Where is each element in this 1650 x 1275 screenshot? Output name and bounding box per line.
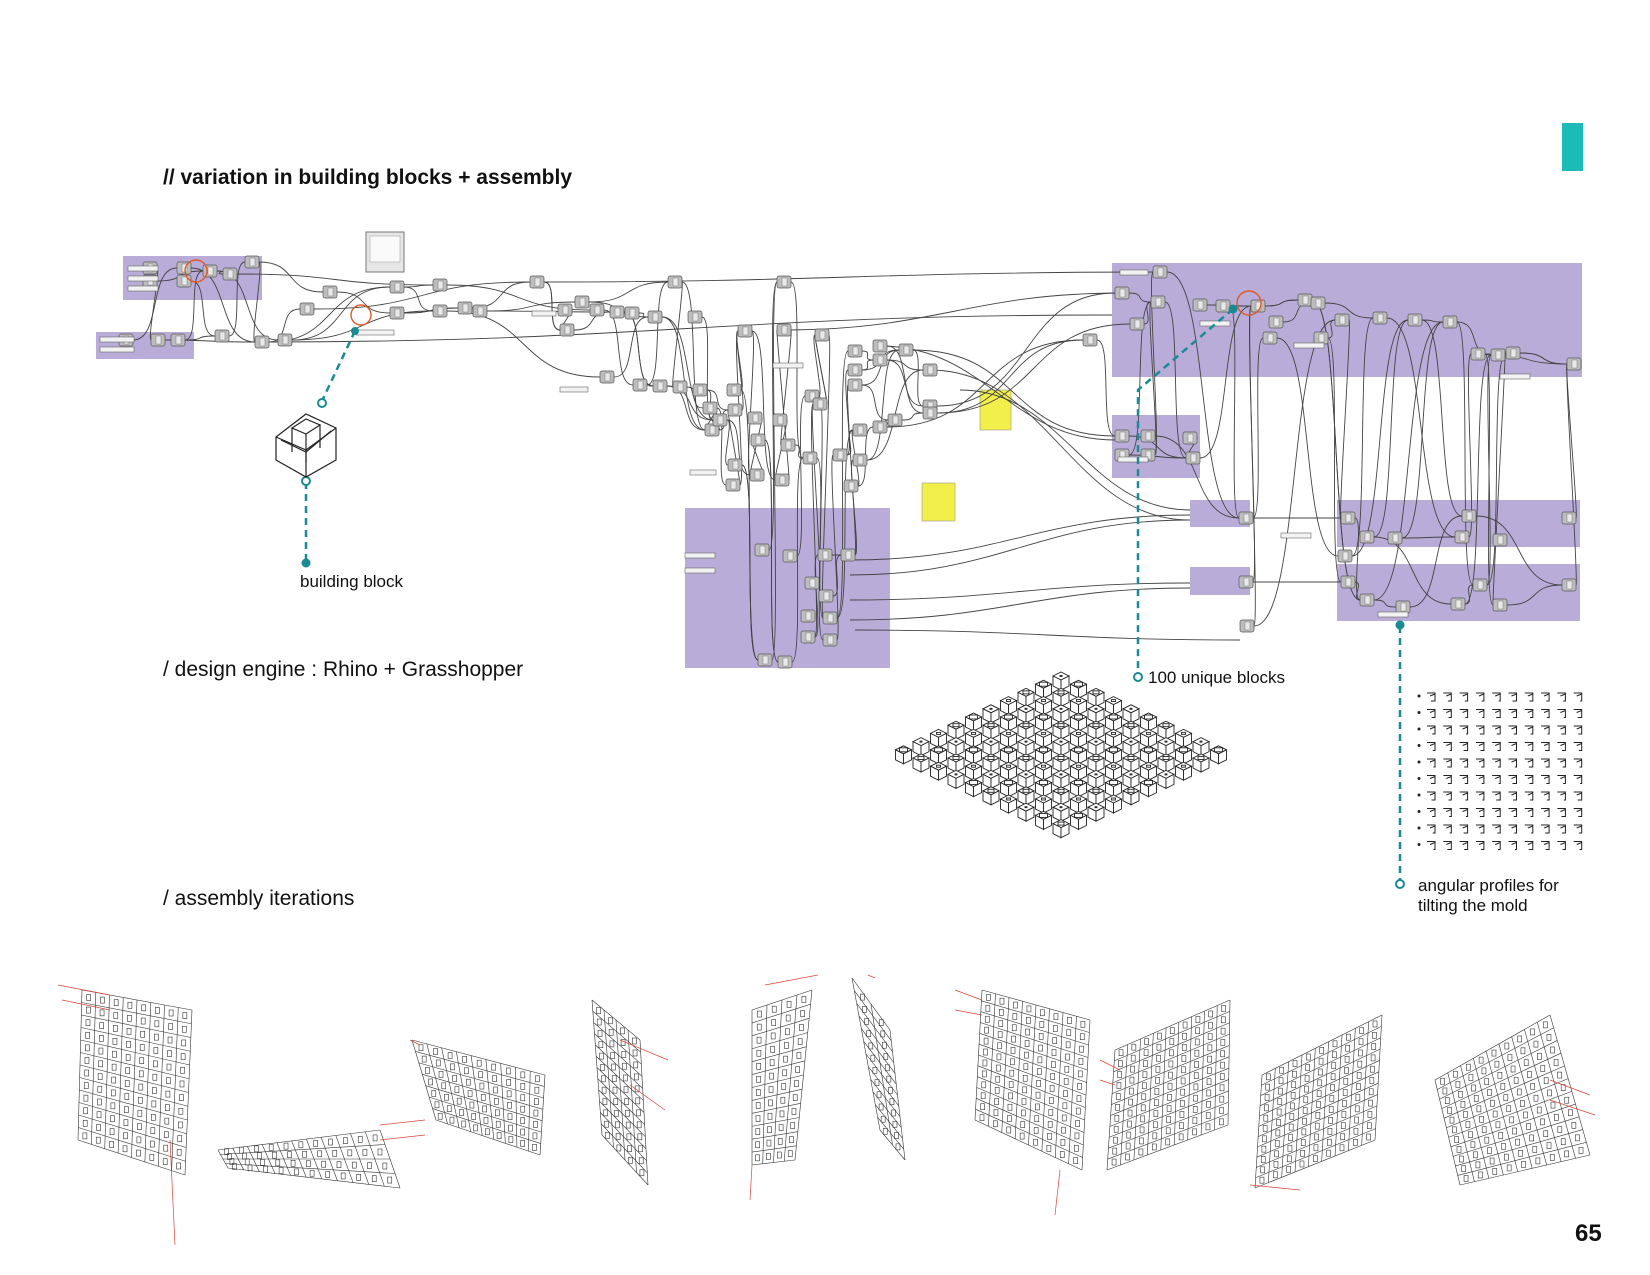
- cube-icon: [275, 413, 337, 478]
- highlight-circle-3: [1236, 290, 1262, 316]
- components: [99, 255, 1582, 669]
- leader-lines: [304, 308, 1402, 880]
- profile-grid: [1417, 692, 1583, 850]
- highlight-circle-2: [350, 304, 372, 326]
- group-center-bottom: [685, 508, 890, 668]
- group-right-low-2: [1337, 564, 1580, 621]
- isometric-block-grid: [894, 671, 1228, 839]
- unique-blocks-label: 100 unique blocks: [1148, 668, 1286, 687]
- angular-profiles-label-line1: angular profiles for: [1418, 876, 1559, 895]
- highlight-circle-1: [184, 259, 208, 283]
- section-tab-marker: [1562, 123, 1583, 171]
- angular-profiles-label-line2: tilting the mold: [1418, 896, 1528, 915]
- design-engine-heading: / design engine : Rhino + Grasshopper: [163, 658, 524, 681]
- page-number: 65: [1575, 1220, 1602, 1247]
- leader-dots: [301, 304, 1405, 630]
- leader-rings: [301, 398, 1405, 889]
- wall-iterations: [57, 974, 1596, 1246]
- assembly-iterations-heading: / assembly iterations: [163, 887, 355, 910]
- page-title: // variation in building blocks + assemb…: [163, 166, 573, 189]
- building-block-label: building block: [300, 572, 404, 591]
- yellow-panel-2: [921, 482, 956, 522]
- yellow-panel-1: [979, 389, 1012, 431]
